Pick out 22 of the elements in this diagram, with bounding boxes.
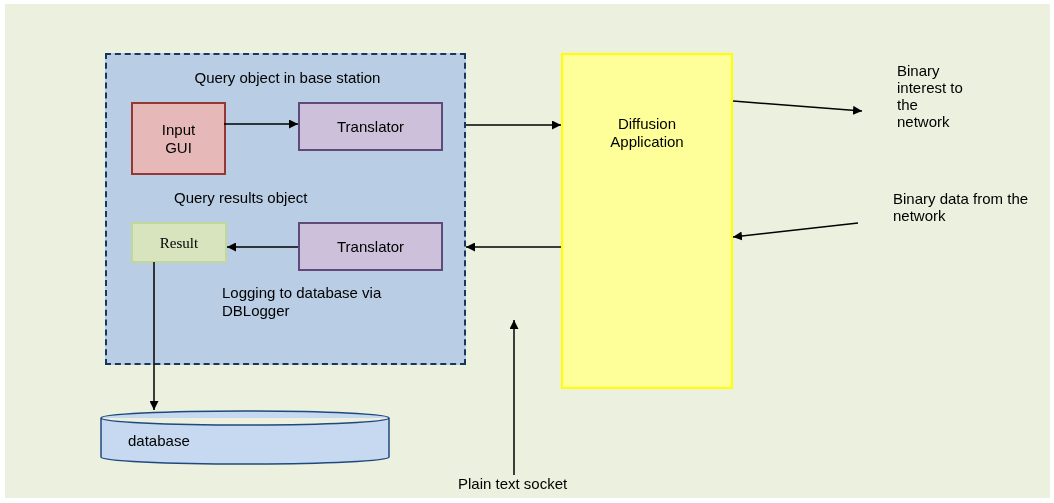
arrow [732,100,863,115]
arrow [226,242,299,252]
arrow [465,120,562,130]
group-caption: Query object in base station [193,69,382,87]
database-cylinder [100,410,390,465]
input-gui-box: Input GUI [131,102,226,175]
translator-box: Translator [298,222,443,271]
group-caption: Query results object [174,189,309,207]
arrow [223,119,299,129]
arrow [509,319,519,476]
text-label: Binary data from the network [858,190,1038,282]
dashed-group-box [105,53,466,365]
text-label: Plain text socket [458,475,628,492]
result-box: Result [131,222,227,263]
database-label: database [128,432,190,450]
translator-box: Translator [298,102,443,151]
application-box: Diffusion Application [561,53,733,389]
text-label: Binary interest to the network [862,62,970,162]
arrow [149,261,159,411]
arrow [465,242,562,252]
arrow [732,222,859,241]
group-caption: Logging to database via DBLogger [222,284,383,320]
